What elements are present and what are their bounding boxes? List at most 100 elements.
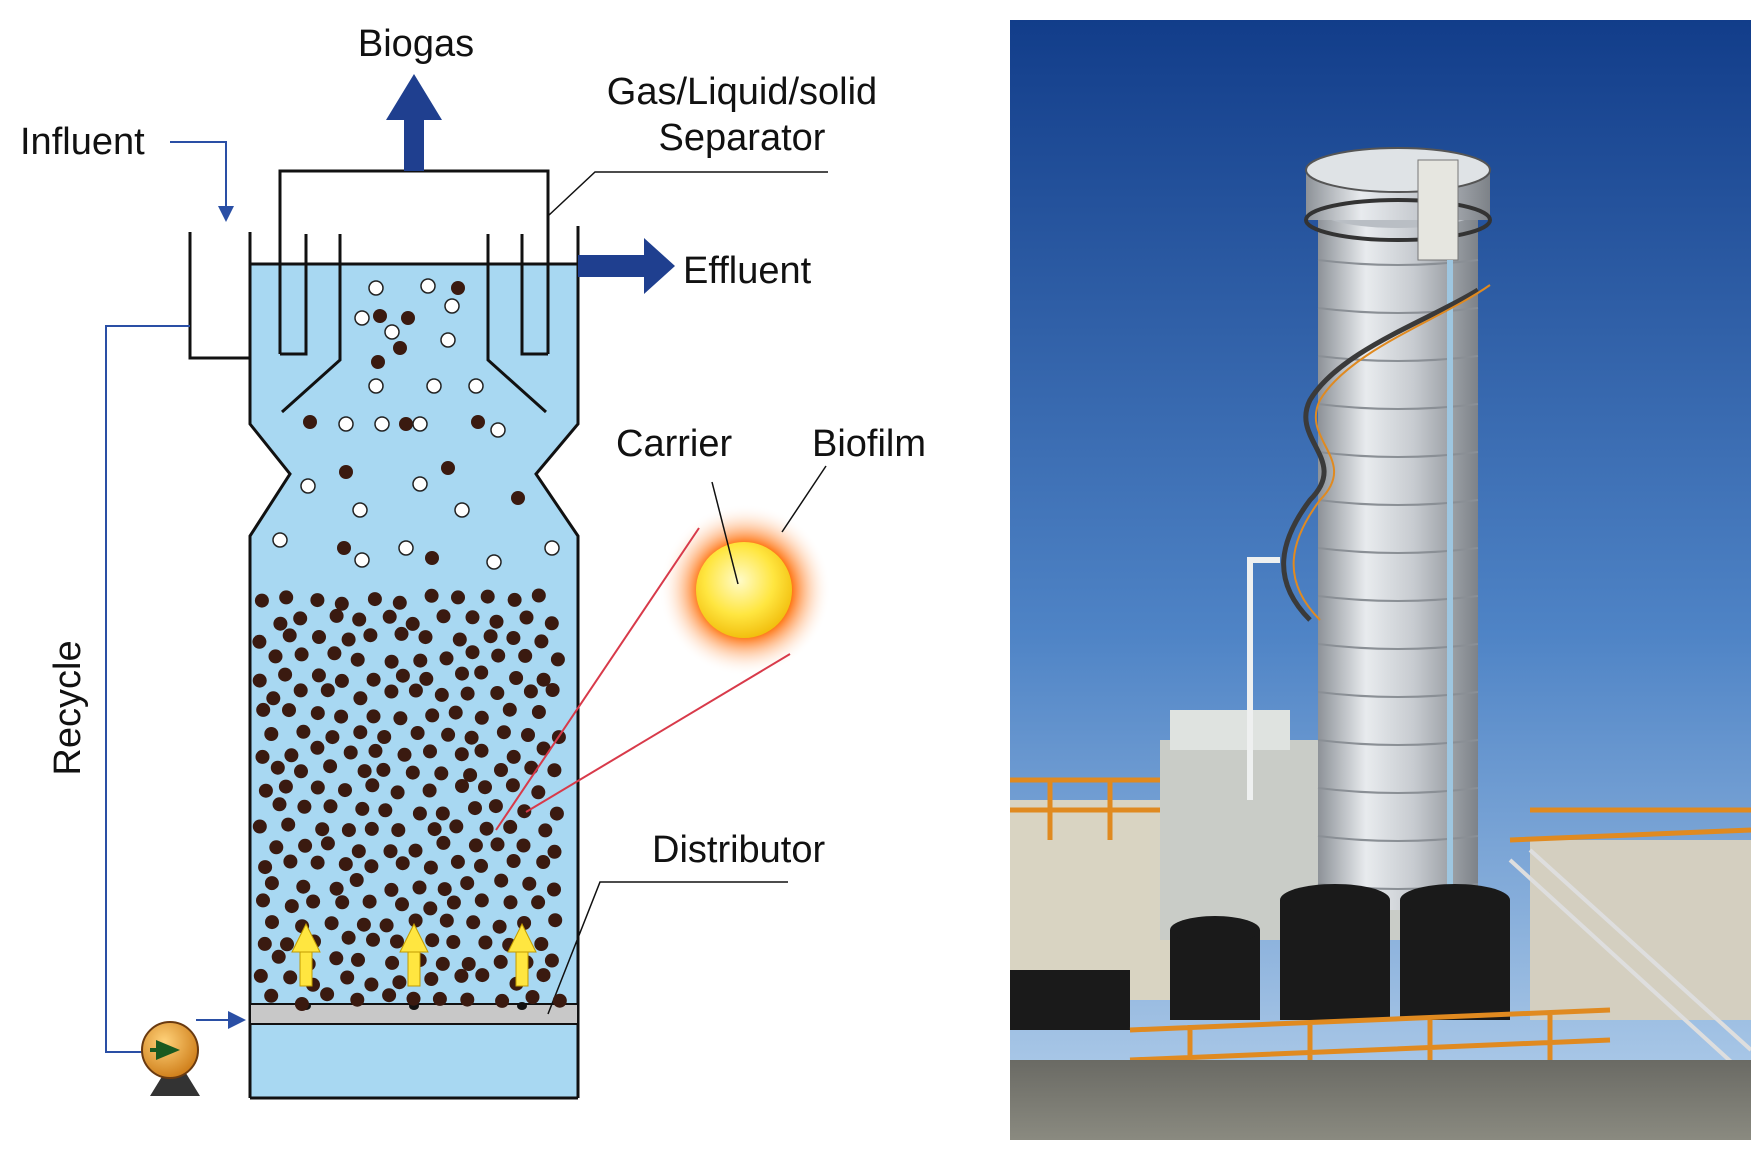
carrier-particle	[383, 844, 398, 859]
carrier-particle	[465, 645, 480, 660]
carrier-particle	[327, 646, 342, 661]
carrier-particle	[471, 415, 485, 429]
gas-bubble	[544, 540, 560, 556]
carrier-particle	[405, 765, 420, 780]
carrier-particle	[339, 465, 353, 479]
gas-bubble	[412, 476, 428, 492]
carrier-particle	[423, 744, 437, 759]
carrier-particle	[329, 608, 344, 623]
carrier-particle	[334, 709, 349, 724]
carrier-particle	[256, 893, 270, 908]
ground	[1010, 1060, 1751, 1140]
carrier-particle	[474, 858, 488, 873]
carrier-particle	[284, 748, 299, 763]
carrier-particle	[423, 901, 438, 916]
recycle-label: Recycle	[47, 640, 89, 775]
gas-bubble	[412, 416, 428, 432]
gas-bubble	[368, 280, 384, 296]
tower-ring	[1317, 739, 1479, 746]
carrier-particle	[491, 648, 506, 663]
carrier-particle	[460, 992, 475, 1007]
exterior-stairs	[1508, 848, 1751, 1082]
carrier-particle	[368, 743, 383, 758]
carrier-particle	[488, 799, 503, 814]
carrier-particle	[424, 588, 439, 603]
carrier-particle	[393, 711, 408, 726]
carrier-particle	[451, 281, 465, 295]
carrier-particle	[341, 930, 356, 945]
carrier-particle	[279, 590, 294, 605]
carrier-particle	[384, 882, 399, 897]
effluent-arrow	[578, 238, 675, 294]
carrier-particle	[324, 916, 339, 931]
carrier-particle	[455, 666, 469, 681]
carrier-particle	[320, 683, 335, 698]
gas-bubble	[420, 278, 436, 294]
carrier-particle	[343, 745, 358, 760]
carrier-particle	[371, 355, 385, 369]
carrier-particle	[427, 822, 442, 837]
carrier-particle	[278, 779, 293, 794]
building-left	[1010, 800, 1180, 1000]
carrier-particle	[454, 747, 469, 762]
carrier-particle	[464, 730, 479, 745]
effluent-label: Effluent	[683, 250, 812, 292]
influent-label: Influent	[20, 121, 145, 163]
carrier-particle	[437, 882, 452, 897]
carrier-particle	[264, 876, 279, 891]
carrier-particle	[363, 628, 378, 643]
carrier-particle	[531, 895, 546, 910]
carrier-particle	[432, 991, 447, 1006]
pump-arrow-icon	[156, 1040, 180, 1060]
zoom-line-bottom	[525, 653, 791, 813]
carrier-particle	[391, 823, 406, 838]
carrier-particle	[258, 783, 273, 798]
carrier-particle	[310, 706, 325, 721]
carrier-biofilm-callout	[495, 465, 831, 831]
carrier-particle	[296, 724, 311, 739]
carrier-particle	[257, 936, 272, 951]
gas-bubble	[384, 324, 400, 340]
separator-label-line1: Gas/Liquid/solid	[607, 71, 877, 113]
biogas-label: Biogas	[358, 23, 474, 65]
spiral-staircase	[1281, 287, 1480, 622]
carrier-particle	[534, 634, 549, 649]
carrier-core	[696, 542, 792, 638]
carrier-particle	[531, 588, 546, 603]
carrier-particle	[418, 630, 433, 645]
upflow-arrow-icon	[399, 922, 429, 987]
carrier-particle	[531, 785, 546, 800]
carrier-particle	[523, 684, 538, 699]
carrier-particle	[303, 415, 317, 429]
carrier-particle	[283, 854, 298, 869]
carrier-particle	[552, 993, 567, 1008]
carrier-particle	[463, 768, 478, 783]
building-right	[1530, 840, 1751, 1020]
carrier-particle	[272, 797, 287, 812]
carrier-particle	[536, 855, 551, 869]
carrier-particle	[436, 835, 451, 850]
carrier-particle	[446, 935, 461, 949]
upflow-arrow-icon	[291, 922, 321, 987]
carrier-particle	[525, 990, 540, 1004]
gas-bubbles	[272, 278, 560, 570]
carrier-particle	[466, 915, 481, 930]
upflow-arrows	[291, 922, 537, 987]
carrier-particle	[436, 609, 451, 624]
carrier-particle	[494, 763, 508, 777]
carrier-particle	[320, 987, 335, 1002]
carrier-particle	[423, 860, 438, 875]
carrier-particle	[516, 838, 531, 853]
carrier-particle	[341, 823, 356, 838]
carrier-particle	[474, 743, 489, 758]
carrier-particle	[455, 779, 469, 793]
carrier-particle	[408, 843, 423, 858]
carrier-particle	[270, 760, 285, 775]
carrier-particle	[480, 589, 495, 604]
carrier-particle	[544, 616, 559, 631]
carrier-particle	[366, 672, 381, 687]
carrier-particle	[479, 821, 494, 836]
carrier-particle	[490, 837, 505, 852]
recycle-pipe	[105, 325, 190, 1053]
carrier-particle	[503, 819, 518, 834]
